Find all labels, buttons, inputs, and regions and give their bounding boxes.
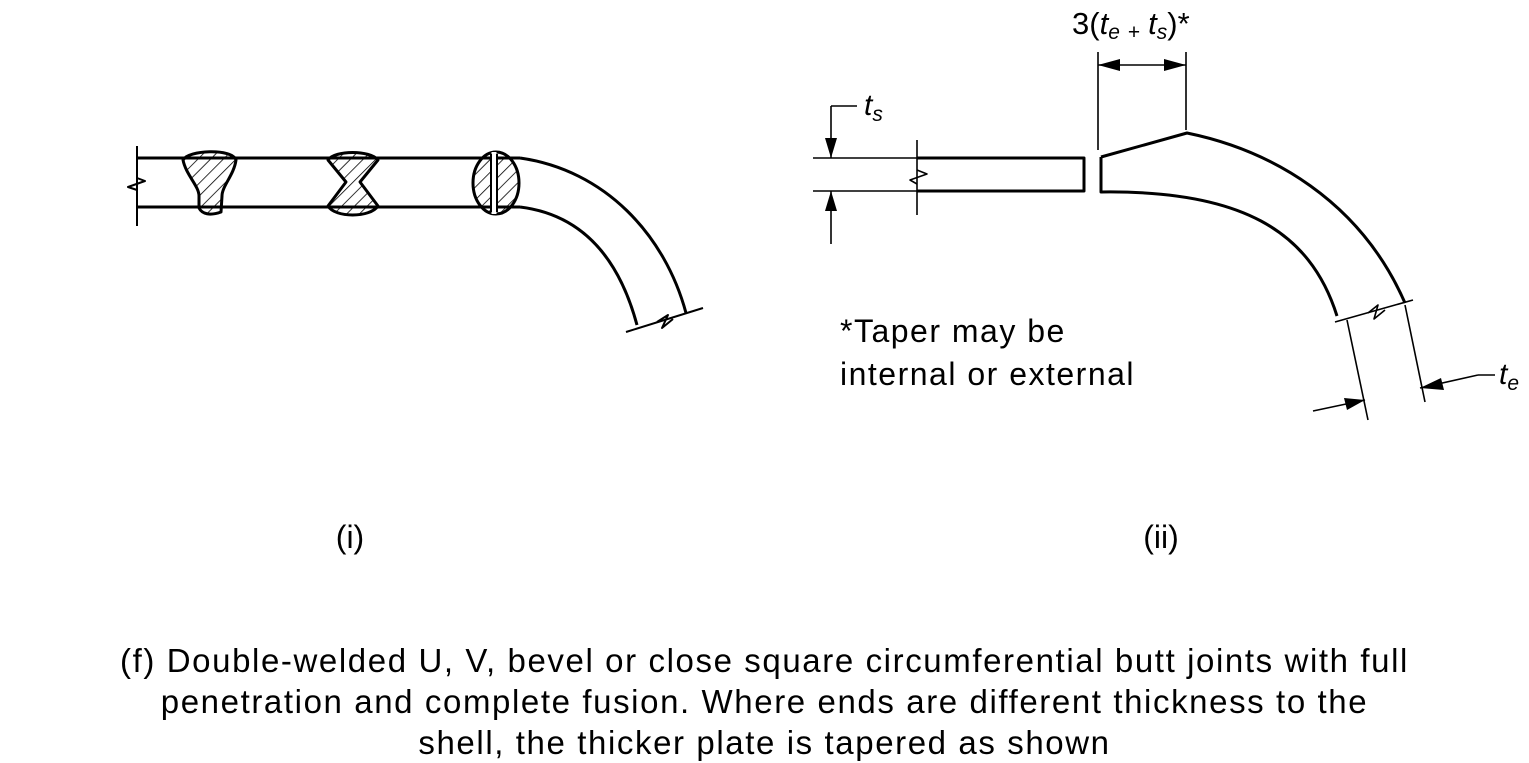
end-inner-curve xyxy=(1099,157,1339,317)
te-arrow-right xyxy=(1420,378,1444,390)
panel-label-ii: (ii) xyxy=(1143,519,1179,555)
end-outer-curve xyxy=(519,156,688,314)
ts-arrow-bottom xyxy=(825,191,837,211)
caption-line-3: shell, the thicker plate is tapered as s… xyxy=(418,724,1111,761)
panel-ii xyxy=(813,52,1495,421)
end-inner-curve xyxy=(519,205,639,326)
shell-plate xyxy=(917,156,1086,193)
ts-arrow-top xyxy=(825,138,837,158)
break-zigzag-left xyxy=(127,177,146,191)
break-zigzag-right xyxy=(656,314,674,329)
te-label: te xyxy=(1499,358,1519,395)
taper-arrow-left xyxy=(1098,59,1120,71)
end-break-line xyxy=(1334,299,1414,323)
caption-line-1: (f) Double-welded U, V, bevel or close s… xyxy=(120,642,1409,679)
break-line-right xyxy=(625,307,704,333)
taper-arrow-right xyxy=(1164,59,1186,71)
te-extension-outer xyxy=(1404,304,1426,403)
double-v-weld xyxy=(326,151,380,217)
figure-caption: (f) Double-welded U, V, bevel or close s… xyxy=(0,640,1529,763)
panel-i xyxy=(127,146,704,333)
panel-label-i: (i) xyxy=(336,519,364,555)
end-outer-tapered xyxy=(1100,131,1407,304)
taper-note-line2: internal or external xyxy=(840,356,1135,392)
ts-label: ts xyxy=(864,89,883,126)
end-break-zigzag xyxy=(1367,304,1386,320)
taper-note-line1: *Taper may be xyxy=(840,313,1066,349)
shell-break-zigzag xyxy=(909,169,928,185)
te-arrow-left xyxy=(1344,398,1365,410)
te-extension-inner xyxy=(1346,319,1369,421)
taper-length-label: 3(te+ts)* xyxy=(1072,6,1190,44)
caption-line-2: penetration and complete fusion. Where e… xyxy=(160,683,1369,720)
u-weld xyxy=(181,150,238,216)
